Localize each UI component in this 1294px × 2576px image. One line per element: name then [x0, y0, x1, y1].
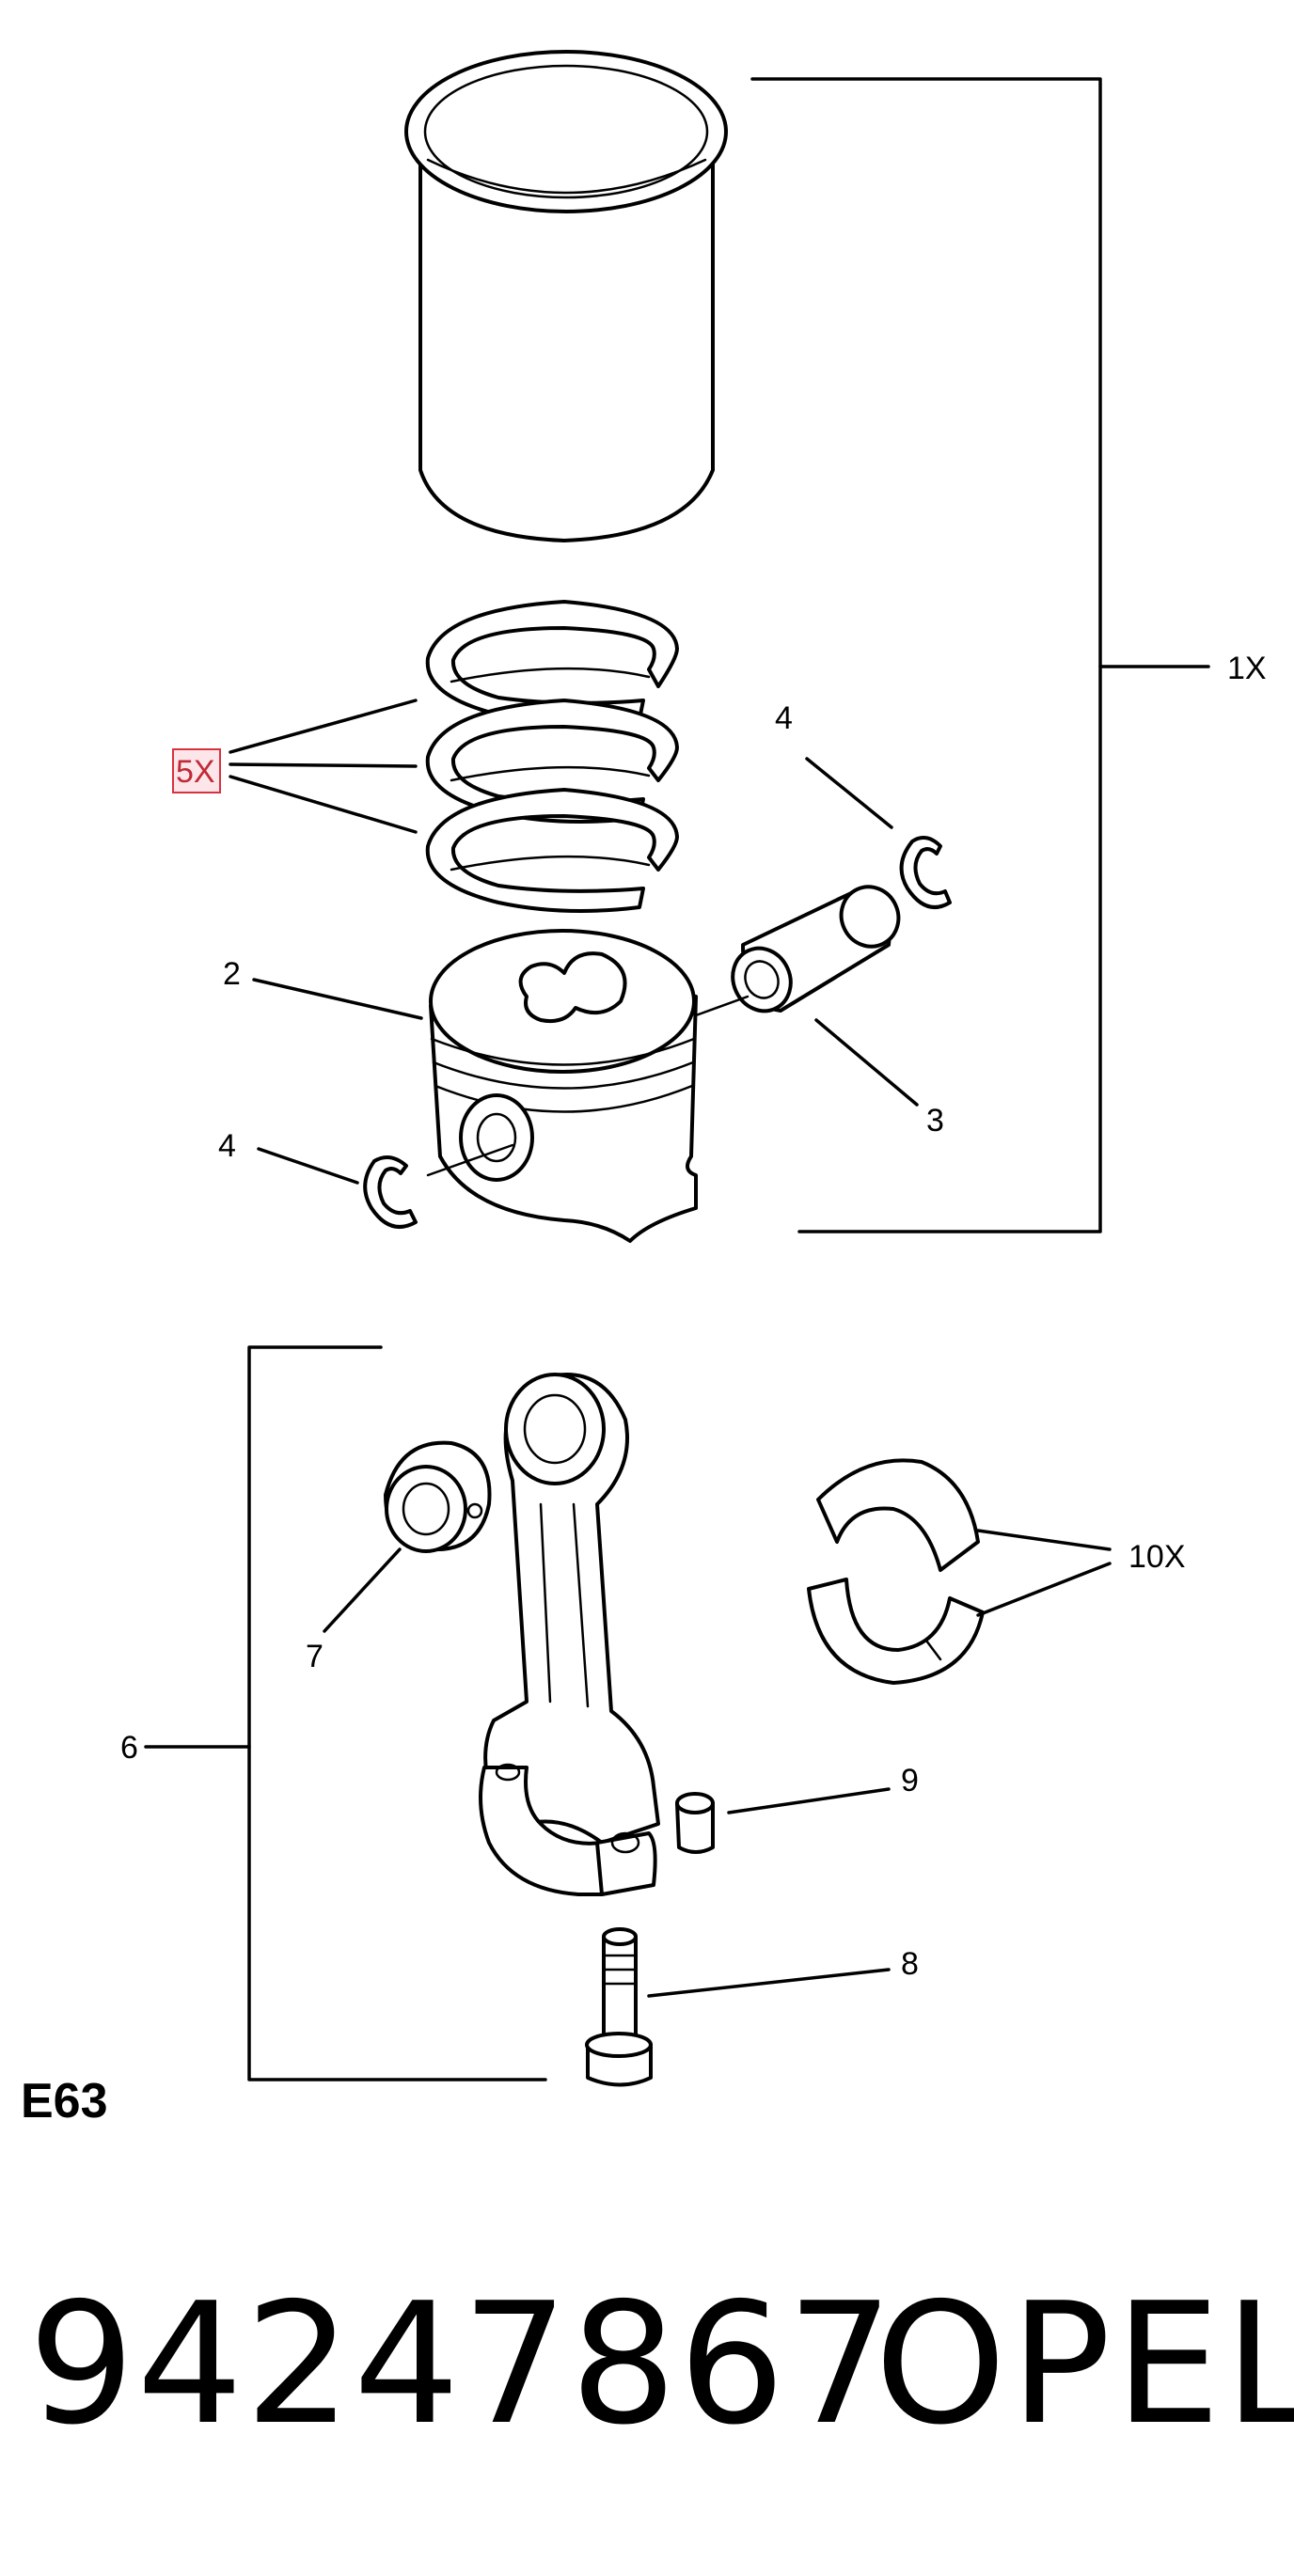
callout-9: 9	[901, 1763, 919, 1798]
dowel-pin	[675, 1792, 715, 1854]
callout-6: 6	[120, 1730, 138, 1766]
circlip-top	[899, 836, 952, 909]
callout-5x: 5X	[176, 754, 215, 790]
callout-8: 8	[901, 1946, 919, 1982]
callouts-upper: 1X 5X 4 2 3 4	[172, 651, 1267, 1164]
callout-4-top: 4	[775, 700, 793, 736]
piston	[429, 929, 698, 1243]
leader-lines-lower	[323, 1529, 1112, 1998]
leader-lines-upper	[229, 699, 919, 1185]
brand-name: OPEL	[875, 2267, 1294, 2461]
bearing-shells	[807, 1458, 985, 1685]
rod-bolt	[585, 1927, 653, 2087]
connecting-rod	[479, 1373, 660, 1896]
piston-rings	[425, 600, 679, 913]
callout-2: 2	[223, 956, 241, 992]
section-code: E63	[21, 2074, 108, 2128]
rod-bushing	[384, 1440, 492, 1553]
callout-1x: 1X	[1227, 651, 1267, 686]
circlip-left	[363, 1155, 418, 1229]
callout-10x: 10X	[1128, 1539, 1186, 1575]
assembly-bracket	[750, 77, 1210, 1233]
piston-pin	[731, 885, 901, 1013]
part-footer: 94247867 OPEL	[0, 2256, 1294, 2473]
callout-4-left: 4	[218, 1128, 236, 1164]
piston-ring-bottom	[425, 788, 679, 913]
bearing-shell-upper	[816, 1458, 980, 1572]
rod-bracket	[144, 1345, 547, 2081]
highlight-5x	[172, 748, 221, 793]
cylinder-liner	[404, 50, 728, 542]
bearing-shell-lower	[807, 1578, 985, 1685]
callout-3: 3	[926, 1103, 944, 1139]
callout-7: 7	[306, 1639, 324, 1674]
part-number: 94247867	[28, 2267, 895, 2461]
callouts-lower: 7 10X 6 9 8	[120, 1539, 1186, 1982]
